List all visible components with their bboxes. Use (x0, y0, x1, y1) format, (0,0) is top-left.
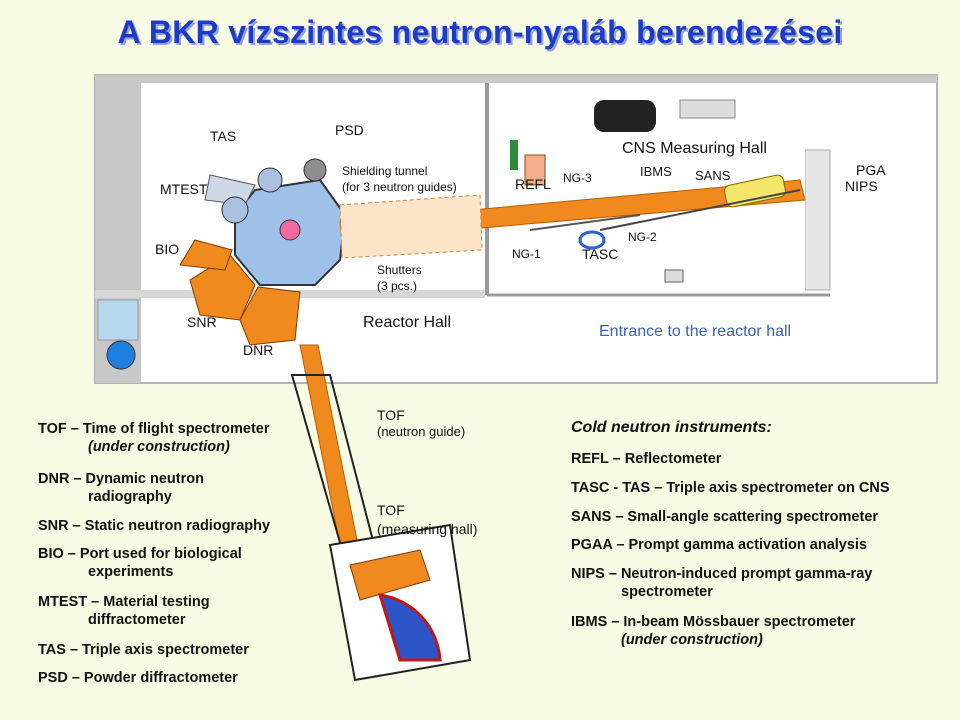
dnr-block (239, 286, 301, 346)
label-tas: TAS (210, 128, 237, 144)
legend-tof-line2: (under construction) (88, 439, 230, 455)
label-ibms: IBMS (640, 164, 672, 179)
legend-item-psd: PSD – Powder diffractometer (38, 669, 238, 687)
legend-mtest-line2: diffractometer (88, 612, 186, 628)
legend-item-nips: NIPS – Neutron-induced prompt gamma-ray … (571, 565, 872, 601)
label-tof-guide-2: (neutron guide) (377, 424, 466, 439)
cold-instruments-heading: Cold neutron instruments: (571, 419, 772, 436)
legend-ibms-line2: (under construction) (621, 632, 763, 648)
label-pga: PGA (856, 162, 886, 178)
legend-tas-line1: TAS – Triple axis spectrometer (38, 642, 249, 658)
legend-bio-line2: experiments (88, 564, 174, 580)
legend-item-ibms: IBMS – In-beam Mössbauer spectrometer (u… (571, 613, 855, 649)
label-tasc: TASC (582, 246, 619, 262)
legend-item-tasc: TASC - TAS – Triple axis spectrometer on… (571, 479, 890, 497)
legend-refl-line1: REFL – Reflectometer (571, 451, 722, 467)
label-ng1: NG-1 (512, 247, 541, 261)
legend-nips-line1: NIPS – Neutron-induced prompt gamma-ray (571, 566, 873, 582)
top-wall (95, 75, 937, 83)
legend-dnr-line1: DNR – Dynamic neutron (38, 471, 204, 487)
legend-bio-line1: BIO – Port used for biological (38, 546, 242, 562)
legend-dnr-line2: radiography (88, 489, 172, 505)
legend-item-tof: TOF – Time of flight spectrometer (under… (38, 420, 270, 456)
label-shutters-2: (3 pcs.) (377, 279, 418, 293)
label-tof-hall-1: TOF (377, 502, 405, 518)
page-title: A BKR vízszintes neutron-nyaláb berendez… (117, 14, 843, 50)
legend-item-mtest: MTEST – Material testing diffractometer (38, 593, 210, 629)
legend-item-snr: SNR – Static neutron radiography (38, 517, 270, 535)
label-mtest: MTEST (160, 181, 208, 197)
reactor-hall-pool (106, 340, 136, 370)
label-cns-hall: CNS Measuring Hall (622, 140, 767, 157)
legend-item-pgaa: PGAA – Prompt gamma activation analysis (571, 536, 867, 554)
tof-detector (377, 593, 442, 662)
label-refl: REFL (515, 176, 551, 192)
legend-item-refl: REFL – Reflectometer (571, 450, 721, 468)
label-ng3: NG-3 (563, 171, 592, 185)
label-snr: SNR (187, 314, 217, 330)
label-ng2: NG-2 (628, 230, 657, 244)
label-shielding-2: (for 3 neutron guides) (342, 180, 457, 194)
label-tof-hall-2: (measuring hall) (377, 521, 478, 537)
snr-block (189, 254, 256, 321)
legend-tasc-line1: TASC - TAS – Triple axis spectrometer on… (571, 480, 890, 496)
left-room (97, 299, 139, 341)
label-psd: PSD (335, 122, 364, 138)
legend-item-tas: TAS – Triple axis spectrometer (38, 641, 249, 659)
tof-hall-shield (349, 549, 431, 601)
label-reactor-hall: Reactor Hall (363, 314, 452, 331)
reactor-core (279, 219, 301, 241)
right-room (804, 149, 831, 291)
legend-sans-line1: SANS – Small-angle scattering spectromet… (571, 509, 879, 525)
right-wall (830, 75, 937, 83)
label-shielding-1: Shielding tunnel (342, 164, 428, 178)
label-dnr: DNR (243, 342, 274, 358)
label-sans: SANS (695, 168, 731, 183)
label-tof-guide-1: TOF (377, 407, 405, 423)
shielding-tunnel (339, 194, 483, 259)
legend-pgaa-line1: PGAA – Prompt gamma activation analysis (571, 537, 868, 553)
label-bio: BIO (155, 241, 180, 257)
cns-pit (594, 100, 656, 132)
label-nips: NIPS (845, 178, 878, 194)
legend-nips-line2: spectrometer (621, 584, 713, 600)
label-shutters-1: Shutters (377, 263, 422, 277)
legend-item-dnr: DNR – Dynamic neutron radiography (38, 470, 204, 506)
bio-block (179, 239, 233, 271)
legend-item-bio: BIO – Port used for biological experimen… (38, 545, 242, 581)
legend-psd-line1: PSD – Powder diffractometer (38, 670, 238, 686)
label-entrance: Entrance to the reactor hall (599, 323, 792, 340)
sans-tube (723, 174, 787, 208)
legend-tof-line1: TOF – Time of flight spectrometer (38, 421, 270, 437)
legend-ibms-line1: IBMS – In-beam Mössbauer spectrometer (571, 614, 856, 630)
legend-mtest-line1: MTEST – Material testing (38, 594, 210, 610)
legend-item-sans: SANS – Small-angle scattering spectromet… (571, 508, 878, 526)
legend-snr-line1: SNR – Static neutron radiography (38, 518, 271, 534)
